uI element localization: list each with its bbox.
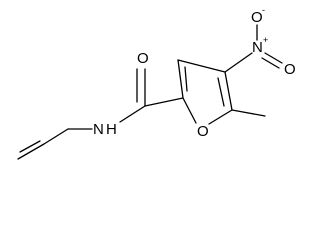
- atom-o-carbonyl: O: [137, 50, 149, 67]
- bond-allyl-double-b: [19, 140, 41, 153]
- bond-c2-c3-inner: [184, 66, 188, 92]
- bond-n-carbonyl: [119, 105, 146, 123]
- bond-carbonyl-c2: [144, 97, 184, 107]
- atom-o-nitro-top: O: [251, 9, 263, 26]
- atom-n-nitro: N: [252, 39, 263, 56]
- bond-c4-nitro-n: [224, 52, 253, 73]
- bond-c4-c5: [224, 71, 233, 111]
- atom-h-amide: H: [106, 121, 117, 138]
- bond-allyl-single: [43, 128, 69, 145]
- atom-o-nitro-right: O: [284, 61, 296, 78]
- charge-o-nitro-top: -: [262, 5, 265, 15]
- bond-nitro-n-o-right-a: [264, 52, 283, 64]
- molecule-drawing: O N H O N + O - O: [17, 5, 296, 160]
- bond-nitro-n-o-right-b: [261, 57, 280, 69]
- bond-c4-c5-inner: [217, 77, 225, 107]
- bond-allyl-double-a: [17, 143, 45, 160]
- charge-n-nitro: +: [263, 35, 268, 45]
- bond-c3-c4: [177, 59, 226, 73]
- structure-diagram: O N H O N + O - O: [17, 5, 296, 160]
- bond-c5-o-ring: [208, 109, 233, 125]
- bond-c5-methyl: [231, 109, 266, 117]
- atom-n-amide: N: [93, 121, 104, 138]
- atom-o-ring: O: [197, 123, 209, 140]
- bond-o-ring-c2: [182, 97, 197, 124]
- bond-c2-c3: [177, 59, 184, 99]
